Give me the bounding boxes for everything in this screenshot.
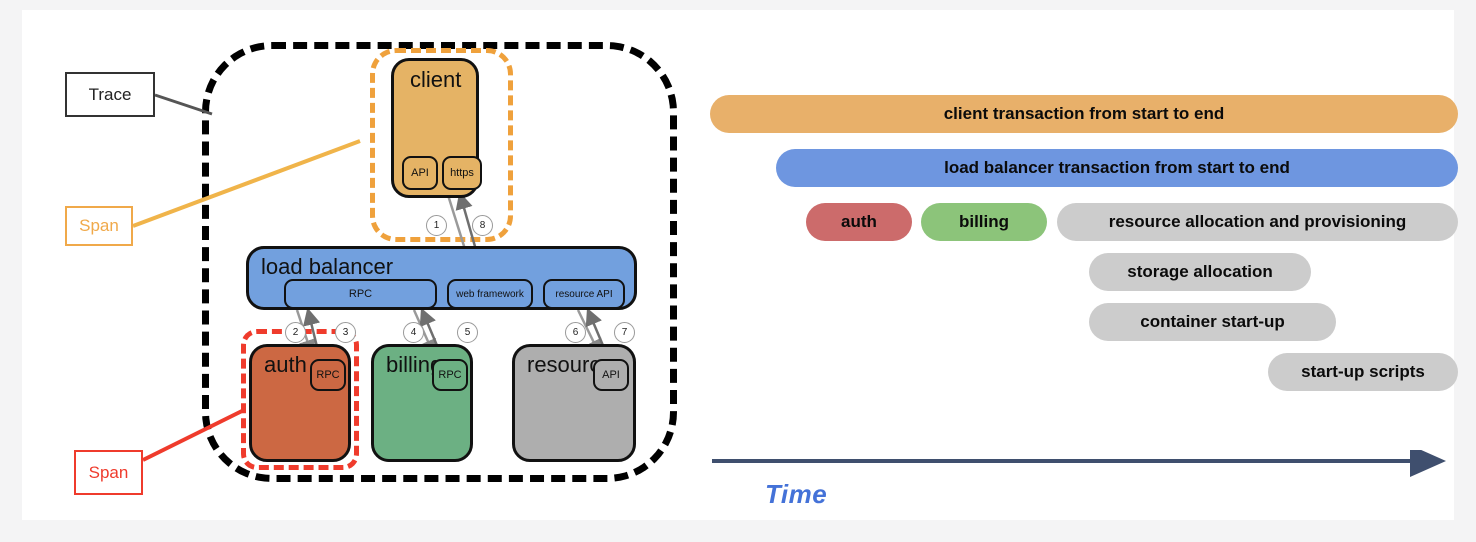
legend-span-red: Span (74, 450, 143, 495)
time-axis-label: Time (765, 479, 828, 509)
node-resource[interactable]: resource API (512, 344, 636, 462)
node-load-balancer-title: load balancer (261, 254, 394, 279)
time-axis-arrow (712, 450, 1446, 477)
diagram-canvas: Trace Span Span client API https 1 8 loa… (22, 10, 1458, 520)
chip-auth-rpc: RPC (310, 359, 346, 391)
sequence-badge-5: 5 (457, 322, 478, 343)
node-load-balancer[interactable]: load balancer RPC web framework resource… (246, 246, 637, 310)
chip-billing-rpc: RPC (432, 359, 468, 391)
node-client[interactable]: client API https (391, 58, 482, 198)
legend-trace: Trace (65, 72, 155, 117)
sequence-badge-7: 7 (614, 322, 635, 343)
sequence-badge-1: 1 (426, 215, 447, 236)
timeline-bar[interactable]: auth (806, 203, 912, 241)
chip-client-https: https (442, 156, 482, 190)
timeline-bar[interactable]: client transaction from start to end (710, 95, 1458, 133)
chip-client-api: API (402, 156, 438, 190)
node-client-title: client (410, 67, 462, 92)
trace-boundary-region (202, 42, 677, 482)
timeline-bar[interactable]: storage allocation (1089, 253, 1311, 291)
sequence-badge-8: 8 (472, 215, 493, 236)
sequence-badge-3: 3 (335, 322, 356, 343)
timeline-bar[interactable]: resource allocation and provisioning (1057, 203, 1458, 241)
sequence-badge-2: 2 (285, 322, 306, 343)
legend-connector-lines (132, 93, 361, 462)
legend-span-orange: Span (65, 206, 133, 246)
sequence-badge-4: 4 (403, 322, 424, 343)
timeline-bar[interactable]: container start-up (1089, 303, 1336, 341)
chip-lb-resource-api: resource API (543, 279, 625, 309)
chip-resource-api: API (593, 359, 629, 391)
node-billing[interactable]: billing RPC (371, 344, 473, 462)
timeline-bar[interactable]: billing (921, 203, 1047, 241)
node-auth[interactable]: auth RPC (249, 344, 351, 462)
chip-lb-rpc: RPC (284, 279, 437, 309)
node-auth-title: auth (264, 352, 307, 377)
timeline-bar[interactable]: load balancer transaction from start to … (776, 149, 1458, 187)
chip-lb-web-framework: web framework (447, 279, 533, 309)
timeline-bar[interactable]: start-up scripts (1268, 353, 1458, 391)
sequence-badge-6: 6 (565, 322, 586, 343)
span-boundary-region-client (370, 48, 513, 242)
